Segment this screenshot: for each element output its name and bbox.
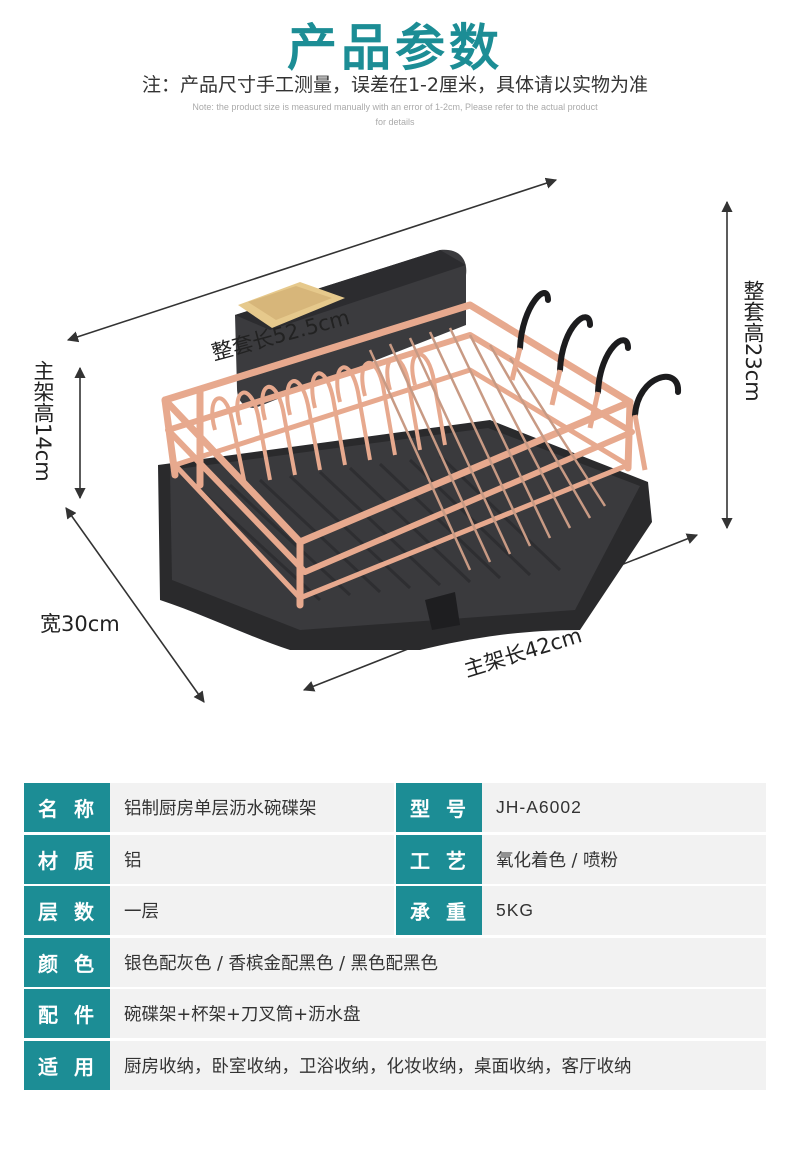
- spec-row: 配件 碗碟架+杯架+刀叉筒+沥水盘: [24, 989, 766, 1038]
- spec-label: 配件: [24, 989, 110, 1038]
- drain-spout: [425, 592, 460, 630]
- cup-hook-stems: [509, 347, 648, 471]
- spec-row: 层数 一层 承重 5KG: [24, 886, 766, 935]
- base-wires: [368, 327, 607, 571]
- spec-value: 铝: [124, 850, 142, 871]
- spec-label: 层数: [24, 886, 110, 935]
- spec-label: 承重: [396, 886, 482, 935]
- measurement-note-en: Note: the product size is measured manua…: [192, 102, 598, 127]
- spec-value: 一层: [124, 902, 159, 922]
- spec-row: 适用 厨房收纳，卧室收纳，卫浴收纳，化妆收纳，桌面收纳，客厅收纳: [24, 1040, 766, 1090]
- spec-label: 名称: [24, 783, 110, 832]
- spec-label: 工艺: [396, 834, 482, 884]
- spec-label: 适用: [24, 1040, 110, 1090]
- spec-value: 碗碟架+杯架+刀叉筒+沥水盘: [124, 1005, 361, 1025]
- dish-rack-illustration: [65, 177, 733, 703]
- spec-value: 银色配灰色 / 香槟金配黑色 / 黑色配黑色: [124, 953, 439, 974]
- spec-value: JH-A6002: [496, 797, 582, 817]
- spec-label: 材质: [24, 834, 110, 884]
- spec-row: 颜色 银色配灰色 / 香槟金配黑色 / 黑色配黑色: [24, 937, 766, 987]
- width-label: 宽30cm: [40, 612, 120, 636]
- main-height-label: 主架高14cm: [31, 360, 55, 482]
- spec-value: 5KG: [496, 900, 535, 920]
- spec-value: 氧化着色 / 喷粉: [496, 850, 619, 871]
- measurement-note: 注：产品尺寸手工测量，误差在1-2厘米，具体请以实物为准: [141, 74, 649, 96]
- page-title: 产品参数: [287, 19, 503, 77]
- spec-label: 颜色: [24, 937, 110, 987]
- total-length-arrow: [66, 177, 558, 343]
- spec-value: 厨房收纳，卧室收纳，卫浴收纳，化妆收纳，桌面收纳，客厅收纳: [124, 1056, 632, 1077]
- spec-row: 材质 铝 工艺 氧化着色 / 喷粉: [24, 834, 766, 884]
- total-height-label: 整套高23cm: [741, 280, 765, 402]
- spec-label: 型号: [396, 783, 482, 832]
- spec-table: 名称 铝制厨房单层沥水碗碟架 型号 JH-A6002 材质 铝 工艺 氧化着色 …: [24, 783, 766, 1092]
- product-figure: 整套长52.5cm 主架长42cm 宽30cm 主架高14cm 整套高23cm: [0, 130, 790, 730]
- cup-hooks: [517, 290, 681, 418]
- spec-row: 名称 铝制厨房单层沥水碗碟架 型号 JH-A6002: [24, 783, 766, 832]
- rack-frame: [161, 301, 635, 609]
- utensil-holder: [235, 249, 467, 408]
- width-arrow: [65, 507, 205, 703]
- spec-value: 铝制厨房单层沥水碗碟架: [124, 799, 317, 819]
